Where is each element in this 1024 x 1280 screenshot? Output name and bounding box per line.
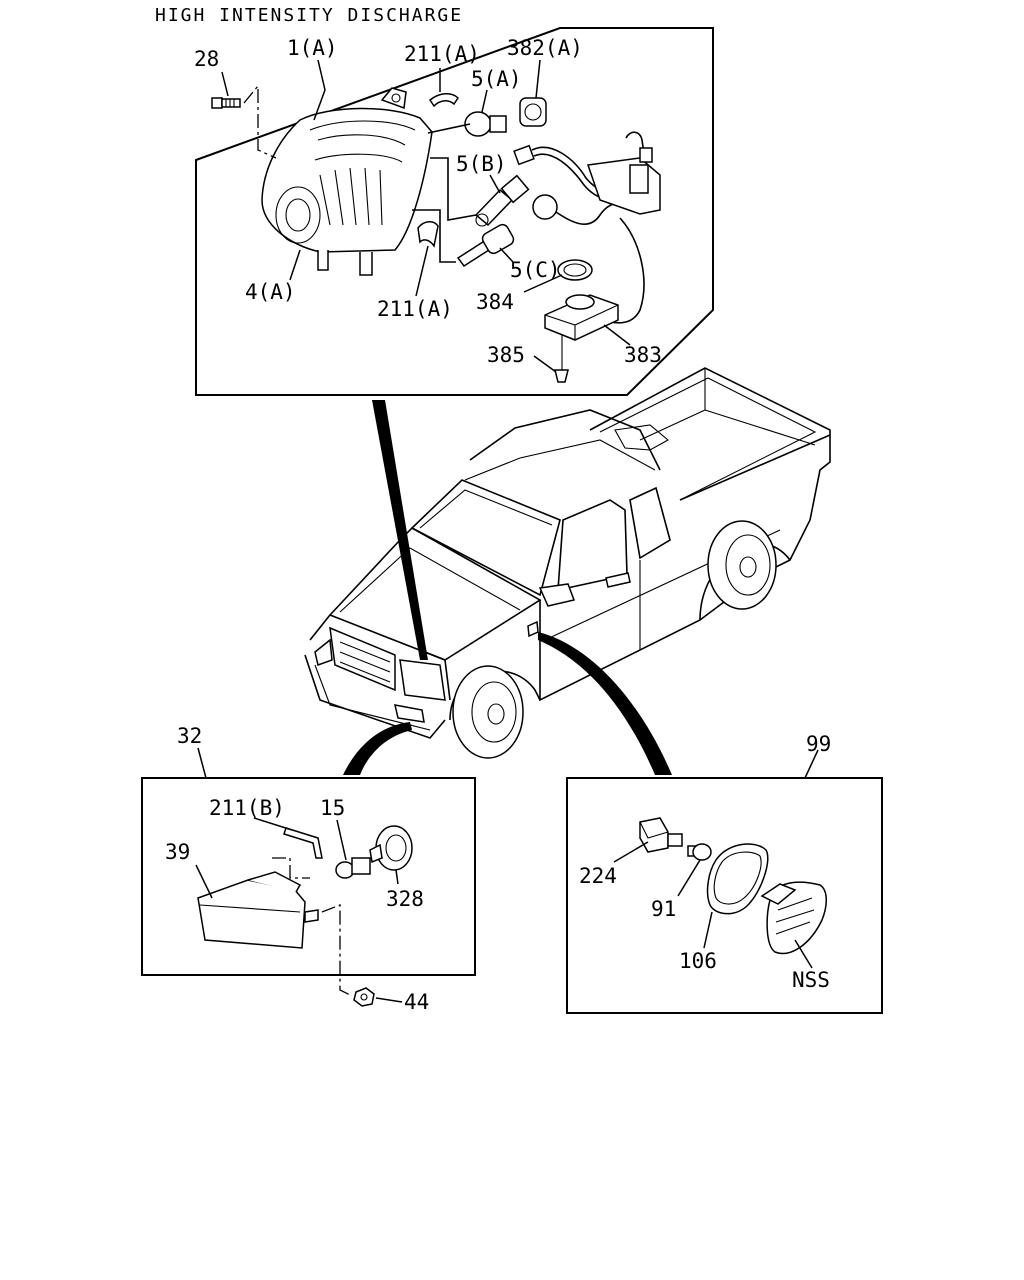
callout-39: 39: [165, 840, 190, 864]
leader-5b: [489, 174, 501, 194]
bulb-91: [687, 843, 712, 861]
leader-4a: [289, 249, 301, 281]
callout-5b: 5(B): [456, 152, 507, 176]
bulb-5b: [474, 174, 530, 227]
leader-385: [533, 355, 557, 373]
fog-panel: 32 211(B) 15 39 328 44: [141, 724, 476, 1014]
bulb-5c-link: [412, 209, 456, 263]
diagram-title: HIGH INTENSITY DISCHARGE: [155, 5, 463, 26]
callout-211a-bottom: 211(A): [377, 297, 453, 321]
hid-panel: 28 1(A) 211(A) 382(A) 5(A) 5(B) 4(A) 211…: [194, 27, 714, 396]
callout-44: 44: [404, 990, 429, 1014]
leader-39: [195, 864, 213, 899]
callout-15: 15: [320, 796, 345, 820]
socket-328: [369, 825, 413, 871]
callout-211b: 211(B): [209, 796, 285, 820]
headlamp-assembly: [261, 87, 433, 276]
callout-385: 385: [487, 343, 525, 367]
callout-211a-top: 211(A): [404, 42, 480, 66]
callout-383: 383: [624, 343, 662, 367]
bulb-15: [335, 857, 371, 879]
leader-384: [523, 274, 563, 293]
fog-pointer-arrow: [343, 722, 412, 775]
nut-44: [353, 987, 375, 1007]
bulb-5a: [464, 111, 507, 137]
clip-211b: [283, 827, 323, 859]
callout-224: 224: [579, 864, 617, 888]
leader-15: [336, 819, 347, 861]
clip-211a-top: [428, 93, 459, 108]
leader-211a-bottom: [415, 245, 429, 297]
pickup-truck: [304, 367, 831, 759]
callout-91: 91: [651, 897, 676, 921]
leader-106: [703, 911, 713, 949]
leader-1a: [313, 59, 326, 121]
callout-328: 328: [386, 887, 424, 911]
clip-211a-bottom: [417, 221, 439, 248]
callout-4a: 4(A): [245, 280, 296, 304]
leader-328: [395, 869, 399, 885]
fog-panel-frame: [141, 777, 476, 976]
fog-lamp-39: [197, 871, 319, 949]
fog-clip-guide: [272, 857, 310, 879]
leader-44: [375, 997, 403, 1003]
bolt-28-guide: [243, 84, 277, 159]
leader-32: [197, 747, 207, 779]
screw-385: [554, 334, 569, 383]
callout-32: 32: [177, 724, 202, 748]
ballast-383: [544, 294, 619, 341]
leader-5a: [481, 89, 488, 113]
hid-harness: [513, 131, 661, 324]
bolt-28: [211, 97, 241, 109]
callout-28: 28: [194, 47, 219, 71]
bulb-5c: [456, 223, 515, 268]
callout-106: 106: [679, 949, 717, 973]
callout-nss: NSS: [792, 968, 830, 992]
leader-211b: [253, 817, 293, 831]
seal-ring-384: [557, 259, 593, 281]
leader-28: [221, 71, 229, 97]
callout-384: 384: [476, 290, 514, 314]
leader-382a: [535, 59, 541, 99]
bulb-5a-link: [427, 123, 471, 134]
leader-99: [804, 749, 819, 779]
side-marker-panel: 99 224 91 106 NSS: [566, 732, 883, 1014]
leader-5c: [499, 247, 514, 263]
callout-99: 99: [806, 732, 831, 756]
side-marker-lamp: [760, 881, 827, 955]
socket-224: [639, 817, 683, 853]
callout-382a: 382(A): [507, 36, 583, 60]
leader-383: [603, 324, 631, 346]
callout-5a: 5(A): [471, 67, 522, 91]
leader-nss: [794, 939, 813, 969]
leader-224: [613, 841, 649, 863]
side-pointer-arrow: [538, 632, 672, 775]
bulb-5b-link: [430, 157, 477, 221]
socket-382a: [519, 97, 547, 127]
fog-nut-guide: [321, 904, 353, 997]
callout-5c: 5(C): [510, 258, 561, 282]
hid-pointer-arrow: [372, 400, 428, 660]
callout-1a: 1(A): [287, 36, 338, 60]
leader-91: [677, 859, 701, 897]
